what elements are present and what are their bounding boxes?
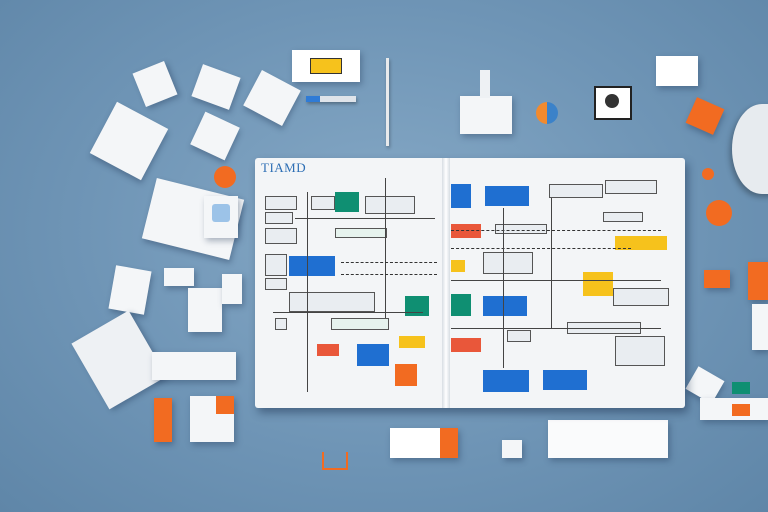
paper-small-left-2 bbox=[164, 268, 194, 286]
notebook-spine bbox=[442, 158, 450, 408]
left-box-6 bbox=[335, 228, 387, 238]
right-box-1 bbox=[549, 184, 603, 198]
right-dash-2 bbox=[451, 248, 631, 249]
left-dash-2 bbox=[341, 274, 437, 275]
right-red-note-1 bbox=[451, 224, 481, 238]
right-hline-1 bbox=[451, 280, 661, 281]
right-blue-note-1 bbox=[451, 184, 471, 208]
right-hline-2 bbox=[451, 328, 661, 329]
left-box-8 bbox=[265, 278, 287, 290]
left-box-10 bbox=[275, 318, 287, 330]
paper-card-left-large bbox=[89, 101, 169, 181]
left-box-7 bbox=[265, 254, 287, 276]
paper-tilted-left-2 bbox=[191, 64, 241, 110]
left-red-note bbox=[317, 344, 339, 356]
left-orange-note bbox=[395, 364, 417, 386]
right-box-9 bbox=[615, 336, 665, 366]
paper-small-left-3 bbox=[188, 288, 222, 332]
right-box-5 bbox=[483, 252, 533, 274]
paper-bottom-mid bbox=[390, 428, 458, 458]
left-box-4 bbox=[311, 196, 335, 210]
paper-right-1 bbox=[752, 304, 768, 350]
left-vline-1 bbox=[307, 192, 308, 392]
paper-strip-left bbox=[152, 352, 236, 380]
paper-top-note bbox=[292, 50, 360, 82]
orange-tag-right bbox=[732, 404, 750, 416]
bottle-cap bbox=[480, 70, 490, 98]
left-box-2 bbox=[265, 212, 293, 224]
paper-bottom-left bbox=[190, 396, 234, 442]
right-yellow-note-1 bbox=[615, 236, 667, 250]
left-box-5 bbox=[365, 196, 415, 214]
paper-small-left-1 bbox=[108, 265, 152, 315]
right-blue-note-4 bbox=[483, 370, 529, 392]
left-blue-note-1 bbox=[289, 256, 335, 276]
ball-icon bbox=[536, 102, 558, 124]
right-yellow-note-2 bbox=[451, 260, 465, 272]
right-box-3 bbox=[603, 212, 643, 222]
right-red-note-2 bbox=[451, 338, 481, 352]
paper-badge-left bbox=[204, 196, 238, 238]
left-box-3 bbox=[265, 228, 297, 244]
right-blue-note-2 bbox=[485, 186, 529, 206]
left-box-1 bbox=[265, 196, 297, 210]
left-dash-1 bbox=[341, 262, 437, 263]
right-blue-note-3 bbox=[483, 296, 527, 316]
right-box-4 bbox=[495, 224, 547, 234]
right-teal-note bbox=[451, 294, 471, 316]
pencil-vertical bbox=[386, 58, 389, 146]
orange-block-bottom-left bbox=[154, 398, 172, 442]
lamp-shape bbox=[732, 104, 768, 194]
left-hline-1 bbox=[295, 218, 435, 219]
right-vline-2 bbox=[551, 198, 552, 328]
left-yellow-note bbox=[399, 336, 425, 348]
left-teal-note bbox=[335, 192, 359, 212]
left-blue-note-2 bbox=[357, 344, 389, 366]
orange-dot-3 bbox=[214, 166, 236, 188]
left-hline-2 bbox=[273, 312, 423, 313]
paper-card-left-small bbox=[190, 111, 240, 161]
left-box-9 bbox=[289, 292, 375, 312]
orange-block-right-1 bbox=[704, 270, 730, 288]
right-blue-note-5 bbox=[543, 370, 587, 390]
left-box-11 bbox=[331, 318, 389, 330]
camera-icon bbox=[594, 86, 632, 120]
orange-block-right-2 bbox=[748, 262, 768, 300]
right-box-2 bbox=[605, 180, 657, 194]
left-teal-note-2 bbox=[405, 296, 429, 316]
right-dash-1 bbox=[451, 230, 661, 231]
pen-horizontal bbox=[306, 96, 356, 102]
teal-tag-right bbox=[732, 382, 750, 394]
right-vline-1 bbox=[503, 208, 504, 368]
orange-dot-1 bbox=[702, 168, 714, 180]
orange-dot-2 bbox=[706, 200, 732, 226]
bottle-box bbox=[460, 96, 512, 134]
paper-small-left-4 bbox=[222, 274, 242, 304]
paper-bottom-small bbox=[502, 440, 522, 458]
left-vline-2 bbox=[385, 178, 386, 318]
right-yellow-note-3 bbox=[583, 272, 613, 296]
paper-top-right bbox=[656, 56, 698, 86]
paper-bottom-right bbox=[548, 420, 668, 458]
planner-notebook: TIAMD bbox=[255, 158, 685, 408]
orange-clip-bottom bbox=[322, 452, 348, 470]
orange-card-top-right bbox=[685, 97, 725, 135]
right-box-8 bbox=[507, 330, 531, 342]
right-box-6 bbox=[613, 288, 669, 306]
planner-title: TIAMD bbox=[261, 160, 307, 175]
paper-tilted-left bbox=[132, 60, 178, 108]
